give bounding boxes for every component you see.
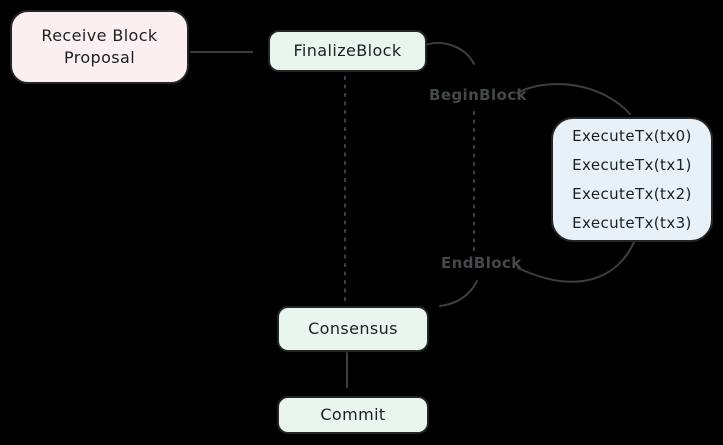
edge-executetx-to-endblock [517,241,635,283]
edge-label-endblock: EndBlock [441,254,522,272]
edge-endblock-to-consensus [439,280,478,306]
edge-finalize-to-beginblock [422,42,474,65]
edge-label-beginblock: BeginBlock [429,86,527,104]
node-receive-block-proposal: Receive Block Proposal [10,10,189,84]
node-receive-label: Receive Block Proposal [41,26,158,67]
execute-tx-line: ExecuteTx(tx0) [572,126,692,145]
execute-tx-line: ExecuteTx(tx2) [572,184,692,203]
execute-tx-lines: ExecuteTx(tx0) ExecuteTx(tx1) ExecuteTx(… [572,122,692,238]
node-commit: Commit [277,396,429,434]
execute-tx-line: ExecuteTx(tx3) [572,213,692,232]
node-consensus: Consensus [277,306,429,352]
node-consensus-label: Consensus [308,319,398,339]
execute-tx-line: ExecuteTx(tx1) [572,155,692,174]
node-commit-label: Commit [320,405,386,425]
edge-beginblock-to-executetx [516,83,631,115]
node-finalize-block: FinalizeBlock [268,30,427,72]
node-execute-tx: ExecuteTx(tx0) ExecuteTx(tx1) ExecuteTx(… [551,117,713,242]
node-finalize-label: FinalizeBlock [293,41,402,61]
